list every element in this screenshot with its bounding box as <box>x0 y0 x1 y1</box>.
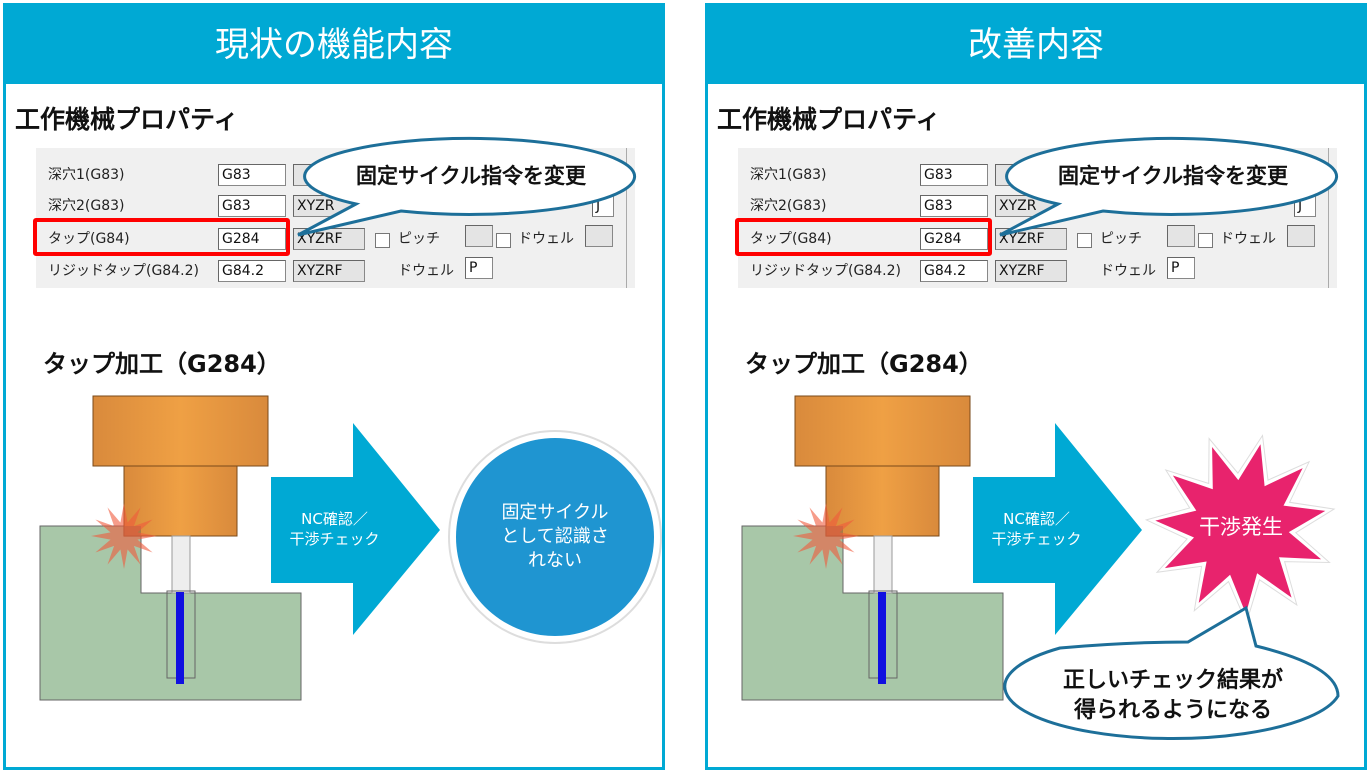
dwell-value-field[interactable]: P <box>465 257 493 279</box>
result-circle <box>448 430 662 644</box>
callout-text: 固定サイクル指令を変更 <box>356 164 586 188</box>
interference-burst <box>1144 434 1336 625</box>
panel-title: 現状の機能内容 <box>6 6 662 84</box>
collision-burst <box>793 503 859 569</box>
dwell-field[interactable] <box>585 225 613 247</box>
row-label: 深穴1(G83) <box>750 167 827 183</box>
arrow-text: NC確認／ <box>1003 510 1070 528</box>
axes-field[interactable]: XYZRF <box>293 260 365 282</box>
bottom-callout-line: 得られるようになる <box>1073 698 1272 723</box>
arrow <box>271 423 440 635</box>
result-line: 固定サイクル <box>501 502 609 523</box>
pitch-field[interactable] <box>465 225 493 247</box>
row-label: 深穴2(G83) <box>48 198 125 214</box>
code-field[interactable]: G284 <box>920 228 988 250</box>
code-field[interactable]: G84.2 <box>218 260 286 282</box>
result-line: 干渉発生 <box>1199 515 1283 539</box>
row-label: タップ(G84) <box>48 231 130 247</box>
code-field[interactable]: G83 <box>218 195 286 217</box>
bottom-callout-line: 正しいチェック結果が <box>1062 668 1283 693</box>
code-field[interactable]: G83 <box>920 195 988 217</box>
callout-bubble <box>297 136 637 237</box>
dwell-checkbox[interactable] <box>496 233 511 248</box>
code-field[interactable]: G84.2 <box>920 260 988 282</box>
spindle-head <box>92 395 269 467</box>
row-label: タップ(G84) <box>750 231 832 247</box>
pitch-checkbox[interactable] <box>375 233 390 248</box>
highlight-box <box>735 218 992 256</box>
arrow-text: NC確認／ <box>301 510 368 528</box>
property-title: 工作機械プロパティ <box>717 105 941 134</box>
bottom-callout <box>1003 605 1340 741</box>
dwell-value-field[interactable]: P <box>1167 257 1195 279</box>
tap-tool <box>176 592 184 684</box>
row-label: リジッドタップ(G84.2) <box>750 263 901 279</box>
arrow <box>973 423 1142 635</box>
tap-diagram <box>741 395 1142 701</box>
spindle-head <box>794 395 971 467</box>
dwell-checkbox[interactable] <box>1198 233 1213 248</box>
pitch-field[interactable] <box>1167 225 1195 247</box>
callout-bubble <box>999 136 1339 237</box>
panel-0: 現状の機能内容 工作機械プロパティ 深穴1(G83) G83 深穴2(G83) … <box>3 3 665 770</box>
diagram-title: タップ加工（G284） <box>745 350 983 378</box>
result-line: として認識さ <box>501 526 609 547</box>
row-label: 深穴1(G83) <box>48 167 125 183</box>
arrow-text: 干渉チェック <box>289 530 380 548</box>
panel-1: 改善内容 工作機械プロパティ 深穴1(G83) G83 深穴2(G83) G83… <box>705 3 1367 770</box>
dwell-label: ドウェル <box>518 231 574 247</box>
tap-tool <box>878 592 886 684</box>
highlight-box <box>33 218 290 256</box>
dwell-label-2: ドウェル <box>398 263 454 279</box>
code-field[interactable]: G83 <box>920 164 988 186</box>
callout-text: 固定サイクル指令を変更 <box>1058 164 1288 188</box>
tap-diagram <box>39 395 440 701</box>
dwell-label-2: ドウェル <box>1100 263 1156 279</box>
result-line: れない <box>528 550 582 571</box>
pitch-label: ピッチ <box>398 231 440 247</box>
dwell-field[interactable] <box>1287 225 1315 247</box>
diagram-title: タップ加工（G284） <box>43 350 281 378</box>
panel-title: 改善内容 <box>708 6 1364 84</box>
row-label: リジッドタップ(G84.2) <box>48 263 199 279</box>
row-label: 深穴2(G83) <box>750 198 827 214</box>
dwell-label: ドウェル <box>1220 231 1276 247</box>
pitch-label: ピッチ <box>1100 231 1142 247</box>
code-field[interactable]: G284 <box>218 228 286 250</box>
arrow-text: 干渉チェック <box>991 530 1082 548</box>
property-title: 工作機械プロパティ <box>15 105 239 134</box>
code-field[interactable]: G83 <box>218 164 286 186</box>
pitch-checkbox[interactable] <box>1077 233 1092 248</box>
collision-burst <box>91 503 157 569</box>
axes-field[interactable]: XYZRF <box>995 260 1067 282</box>
